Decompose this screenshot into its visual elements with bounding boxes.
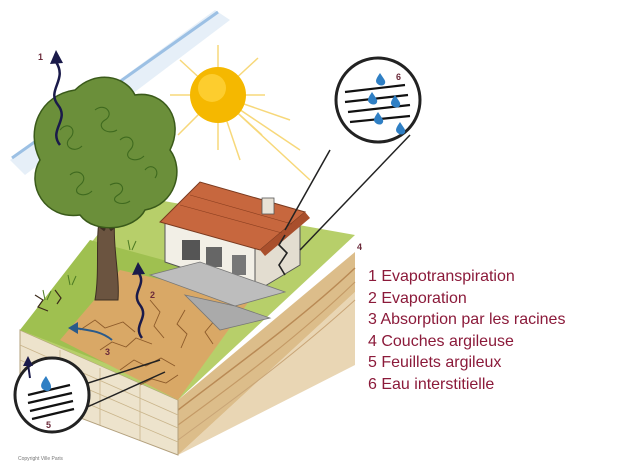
marker-4: 4 xyxy=(357,242,362,252)
water-drop-icon xyxy=(368,92,378,105)
marker-3: 3 xyxy=(105,347,110,357)
legend-item-interstitial-water: 6 Eau interstitielle xyxy=(368,375,495,393)
legend-item-evaporation: 2 Evaporation xyxy=(368,289,467,307)
water-drop-icon xyxy=(41,376,52,392)
copyright-note: Copyright Ville Paris xyxy=(18,456,63,462)
water-drop-icon xyxy=(376,73,386,86)
legend-item-root-absorption: 3 Absorption par les racines xyxy=(368,311,566,329)
root-absorption-arrow-icon xyxy=(68,322,113,341)
evaporation-arrow-icon xyxy=(132,262,145,339)
marker-1: 1 xyxy=(38,52,43,62)
evapotranspiration-arrow-icon xyxy=(50,50,63,146)
marker-5: 5 xyxy=(46,420,51,430)
water-drop-icon xyxy=(374,112,384,125)
water-drop-icon xyxy=(391,95,401,108)
legend-item-clay-sheets: 5 Feuillets argileux xyxy=(368,354,502,372)
sun-icon xyxy=(170,45,311,181)
legend: 1 Evapotranspiration 2 Evaporation 3 Abs… xyxy=(368,266,565,396)
house-icon xyxy=(148,181,310,331)
legend-item-clay-layers: 4 Couches argileuse xyxy=(368,332,514,350)
legend-item-evapotranspiration: 1 Evapotranspiration xyxy=(368,268,515,285)
water-drop-icon xyxy=(396,122,406,135)
marker-2: 2 xyxy=(150,290,155,300)
tree-icon xyxy=(33,76,178,301)
interstitial-water-magnifier xyxy=(284,56,422,251)
marker-6: 6 xyxy=(396,72,401,82)
clay-sheets-magnifier xyxy=(13,356,166,434)
